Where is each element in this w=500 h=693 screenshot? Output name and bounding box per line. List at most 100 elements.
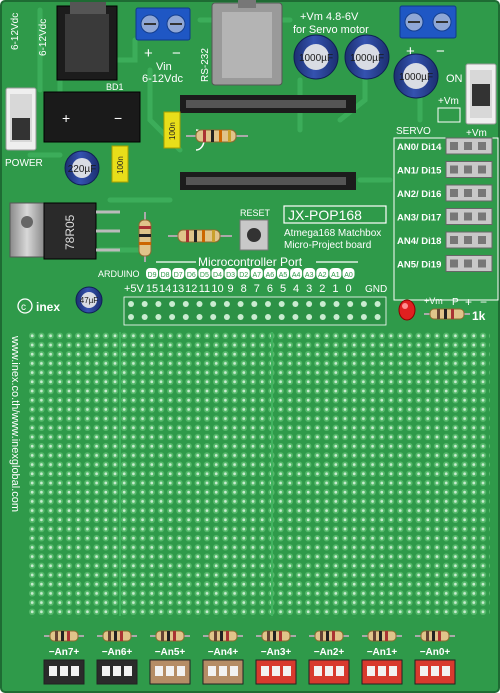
- resistor-band: [320, 631, 323, 641]
- header-hole: [237, 314, 244, 320]
- servo-minus-label: −: [436, 43, 445, 60]
- analog-connector-3[interactable]: −An4+: [202, 630, 244, 685]
- arduino-pin-label: D2: [239, 272, 248, 279]
- servo-pin: [450, 142, 458, 150]
- vin-minus-label: −: [172, 45, 181, 62]
- port-title: Microcontroller Port: [198, 255, 303, 269]
- barrel-voltage-label: 6-12Vdc: [38, 19, 49, 56]
- resistor-1k-label: 1k: [472, 309, 486, 323]
- jst-pin: [336, 666, 344, 676]
- servo-pin: [464, 142, 472, 150]
- analog-connector-7[interactable]: −An0+: [414, 630, 456, 685]
- port-pin-number: 8: [241, 283, 247, 295]
- capacitor-1000uf-2: 1000µF: [344, 34, 390, 80]
- arduino-pin-label: A5: [279, 272, 288, 279]
- header-hole: [333, 301, 340, 307]
- analog-connector-2[interactable]: −An5+: [149, 630, 191, 685]
- svg-text:100n: 100n: [168, 122, 177, 140]
- servo-pin: [450, 189, 458, 197]
- arduino-pin-badge: [290, 268, 303, 279]
- reset-button[interactable]: [239, 219, 269, 251]
- arduino-pin-badge: [172, 268, 185, 279]
- arduino-pin-badge: [277, 268, 289, 279]
- analog-connector-4[interactable]: −An3+: [255, 630, 297, 685]
- voltage-regulator: 78R05: [9, 202, 120, 260]
- svg-text:78R05: 78R05: [63, 214, 77, 250]
- arduino-pin-label: A4: [292, 272, 301, 279]
- servo-pin: [478, 142, 486, 150]
- servo-power-label-2: for Servo motor: [293, 24, 369, 36]
- port-pin-number: 13: [172, 283, 184, 295]
- resistor-band: [55, 631, 58, 641]
- servo-power-label-1: +Vm 4.8-6V: [300, 11, 359, 23]
- prototype-area[interactable]: [28, 330, 490, 618]
- analog-connector-5[interactable]: −An2+: [308, 630, 350, 685]
- power-switch[interactable]: [5, 87, 37, 151]
- port-pin-number: 6: [267, 283, 273, 295]
- jst-pin: [325, 666, 333, 676]
- svg-text:47µF: 47µF: [80, 296, 99, 305]
- header-hole: [210, 314, 217, 320]
- servo-on-switch[interactable]: [465, 63, 497, 125]
- jst-pin: [442, 666, 450, 676]
- analog-connector-label: −An4+: [208, 647, 239, 658]
- arduino-pin-label: D6: [187, 272, 196, 279]
- rs232-connector[interactable]: [211, 0, 283, 86]
- servo-pin: [464, 165, 472, 174]
- arduino-pin-badge: [159, 268, 172, 279]
- vin-plus-label: +: [144, 45, 153, 62]
- resistor-band: [332, 631, 335, 641]
- analog-connector-label: −An6+: [102, 647, 133, 658]
- resistor-band: [214, 631, 217, 641]
- arduino-pin-label: D9: [148, 272, 157, 279]
- jst-pin: [102, 666, 110, 676]
- svg-text:1000µF: 1000µF: [299, 53, 333, 64]
- servo-pin: [464, 189, 472, 197]
- header-hole: [374, 301, 381, 307]
- servo-port-3[interactable]: AN2/ Di16: [397, 184, 493, 202]
- servo-pin: [464, 236, 472, 244]
- vin-terminal-block[interactable]: [135, 7, 191, 41]
- arduino-pin-label: D8: [161, 272, 170, 279]
- svg-text:c: c: [21, 302, 26, 313]
- analog-connector-label: −An1+: [367, 647, 398, 658]
- servo-port-2[interactable]: AN3/ Di17: [397, 208, 493, 225]
- resistor-2: [138, 212, 152, 262]
- resistor-band: [226, 631, 229, 641]
- resistor-band: [279, 631, 282, 641]
- arduino-pin-label: A7: [253, 272, 262, 279]
- analog-connector-1[interactable]: −An6+: [96, 630, 138, 685]
- port-pin-number: 11: [199, 283, 210, 295]
- board-subtitle-1: Atmega168 Matchbox: [284, 228, 381, 239]
- arduino-pin-badge: [263, 268, 276, 279]
- led-p-label: P: [452, 297, 459, 308]
- analog-connector-0[interactable]: −An7+: [43, 630, 85, 685]
- jst-pin: [60, 666, 68, 676]
- analog-connector-6[interactable]: −An1+: [361, 630, 403, 685]
- servo-port-0[interactable]: AN5/ Di19: [397, 255, 493, 272]
- resistor-band: [167, 631, 170, 641]
- servo-port-5[interactable]: AN0/ Di14: [397, 137, 493, 155]
- servo-terminal-block[interactable]: [399, 5, 457, 39]
- jst-pin: [367, 666, 375, 676]
- port-header[interactable]: [123, 296, 387, 326]
- bd1-label: BD1: [106, 82, 124, 92]
- servo-port-4[interactable]: AN1/ Di15: [397, 161, 493, 178]
- resistor-band: [273, 631, 276, 641]
- resistor-band: [61, 631, 64, 641]
- servo-pin: [464, 259, 472, 268]
- capacitor-100n-2: 100n: [111, 145, 129, 183]
- vin-label: Vin: [156, 61, 172, 73]
- arduino-pin-badge: [211, 268, 224, 279]
- servo-pin: [450, 212, 458, 221]
- port-pin-number: 15: [146, 283, 158, 295]
- jst-pin: [124, 666, 132, 676]
- servo-port-1[interactable]: AN4/ Di18: [397, 231, 493, 249]
- header-hole: [182, 314, 189, 320]
- svg-text:+: +: [62, 110, 70, 126]
- port-pin-number: 2: [319, 283, 325, 295]
- arduino-pin-badge: [224, 268, 237, 279]
- arduino-pin-label: D3: [226, 272, 235, 279]
- resistor-band: [114, 631, 117, 641]
